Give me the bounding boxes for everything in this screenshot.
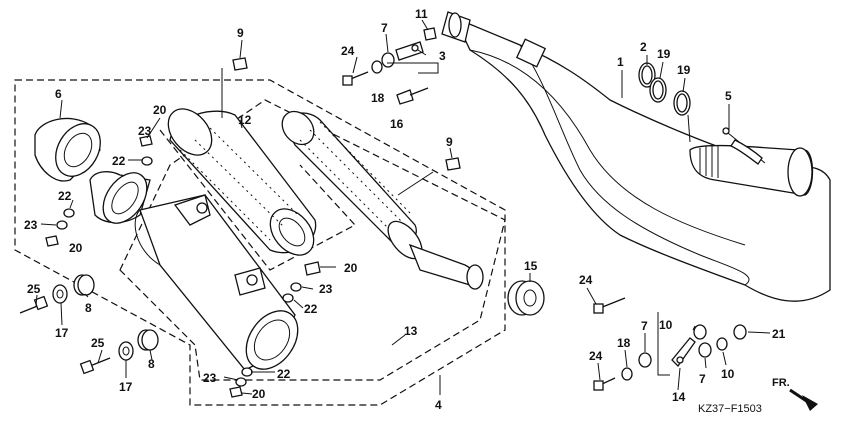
callout-7-middle: 7: [641, 319, 648, 333]
callout-12: 12: [238, 113, 252, 127]
callout-23-b: 23: [24, 218, 38, 232]
callout-19-lower: 19: [677, 63, 691, 77]
callout-8-upper: 8: [85, 301, 92, 315]
callout-18-upper: 18: [371, 91, 385, 105]
callout-5: 5: [725, 89, 732, 103]
callout-23-a: 23: [138, 124, 152, 138]
muffler-assembly-boundary-4: [14, 79, 506, 406]
end-cap-inner: [89, 171, 151, 224]
muffler-body: [134, 194, 299, 371]
callout-numbers: 1 2 3 4 5 6 7 7 7 8 8 9 9 10 10 11 12 13…: [24, 7, 786, 412]
callout-20-b: 20: [69, 241, 83, 255]
callout-20-d: 20: [252, 387, 266, 401]
callout-25-upper: 25: [27, 282, 41, 296]
callout-21: 21: [772, 327, 786, 341]
callout-13: 13: [404, 324, 418, 338]
packing: [167, 108, 317, 256]
grommet: [507, 280, 545, 316]
callout-18-lower: 18: [617, 336, 631, 350]
callout-15: 15: [524, 259, 538, 273]
callout-22-c: 22: [304, 302, 318, 316]
callout-22-b: 22: [58, 189, 72, 203]
callout-2: 2: [640, 40, 647, 54]
exhaust-pipe: [441, 11, 831, 302]
callout-4: 4: [435, 398, 442, 412]
inner-pipe: [281, 110, 484, 290]
callout-19-upper: 19: [657, 47, 671, 61]
callout-10-upper: 10: [659, 318, 673, 332]
front-direction-arrow: FR.: [772, 377, 818, 411]
callout-7-lower: 7: [699, 372, 706, 386]
callout-7-upper: 7: [381, 21, 388, 35]
callout-9-right: 9: [446, 135, 453, 149]
callout-23-d: 23: [203, 371, 217, 385]
callout-22-d: 22: [277, 367, 291, 381]
callout-8-lower: 8: [148, 357, 155, 371]
end-cap: [34, 117, 101, 182]
callout-24-middle: 24: [579, 273, 593, 287]
callout-1: 1: [617, 55, 624, 69]
spring: [722, 127, 766, 165]
callout-16: 16: [390, 117, 404, 131]
callout-24-upper: 24: [341, 44, 355, 58]
callout-22-a: 22: [112, 154, 126, 168]
callout-17-upper: 17: [55, 326, 69, 340]
callout-11: 11: [415, 7, 428, 21]
hardware: [19, 27, 747, 398]
callout-10-lower: 10: [721, 367, 735, 381]
callout-23-c: 23: [319, 282, 333, 296]
front-direction-label: FR.: [772, 377, 790, 389]
callout-14: 14: [672, 390, 686, 404]
callout-25-lower: 25: [91, 336, 105, 350]
callout-6: 6: [55, 87, 62, 101]
leader-lines: [35, 19, 771, 395]
callout-3: 3: [439, 49, 446, 63]
gaskets: [638, 62, 691, 116]
figure-code: KZ37−F1503: [698, 403, 762, 415]
callout-17-lower: 17: [119, 380, 133, 394]
callout-20-a: 20: [153, 103, 167, 117]
callout-24-lower: 24: [589, 349, 603, 363]
callout-9-left: 9: [237, 26, 244, 40]
callout-20-c: 20: [344, 261, 358, 275]
